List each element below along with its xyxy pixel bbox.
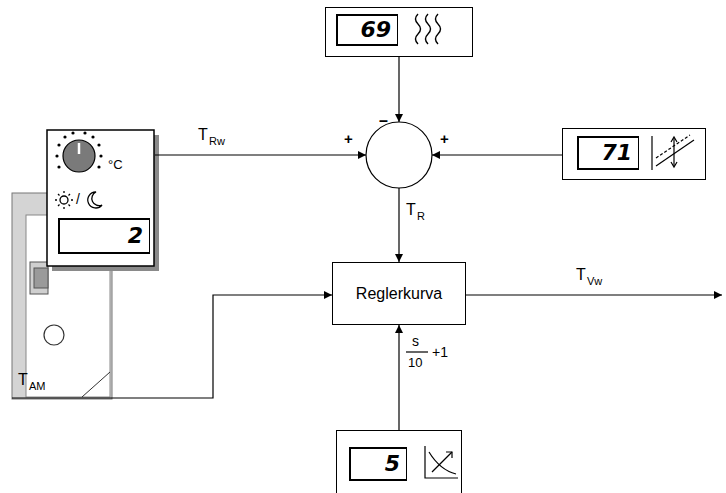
box-label: Reglerkurva	[356, 285, 442, 303]
signal-label: T	[576, 267, 586, 283]
fraction-bar	[406, 351, 428, 352]
signal-label: Rw	[209, 136, 225, 147]
signal-label: T	[198, 127, 208, 143]
signal-label: T	[18, 372, 28, 388]
signal-label: °C	[108, 158, 123, 171]
signal-label: T	[406, 202, 416, 218]
display-digits: 2	[58, 218, 150, 254]
signal-label: /	[76, 192, 80, 206]
display-digits: 5	[349, 447, 407, 481]
display-digits: 69	[336, 14, 398, 46]
display-digits: 71	[577, 136, 639, 170]
signal-label: s	[412, 334, 419, 348]
signal-wire	[12, 57, 722, 398]
signal-label: +	[344, 131, 353, 146]
signal-label: R	[417, 211, 425, 222]
display-box: 2	[58, 218, 150, 254]
signal-label: +1	[432, 345, 448, 359]
slope-symbol	[425, 446, 458, 478]
signal-label: –	[379, 113, 388, 129]
summing-junction	[366, 122, 432, 188]
display-box: 69	[325, 7, 473, 57]
signal-label: 10	[408, 356, 422, 369]
process-box: Reglerkurva	[332, 262, 466, 325]
display-box: 71	[562, 128, 706, 180]
signal-label: Vw	[587, 276, 602, 287]
signal-label: AM	[29, 381, 46, 392]
display-box: 5	[336, 430, 462, 493]
signal-label: +	[440, 131, 449, 146]
heat-symbol	[416, 14, 441, 44]
shift-symbol	[652, 135, 694, 170]
signal-arrow	[398, 325, 399, 430]
room-unit	[12, 130, 159, 399]
